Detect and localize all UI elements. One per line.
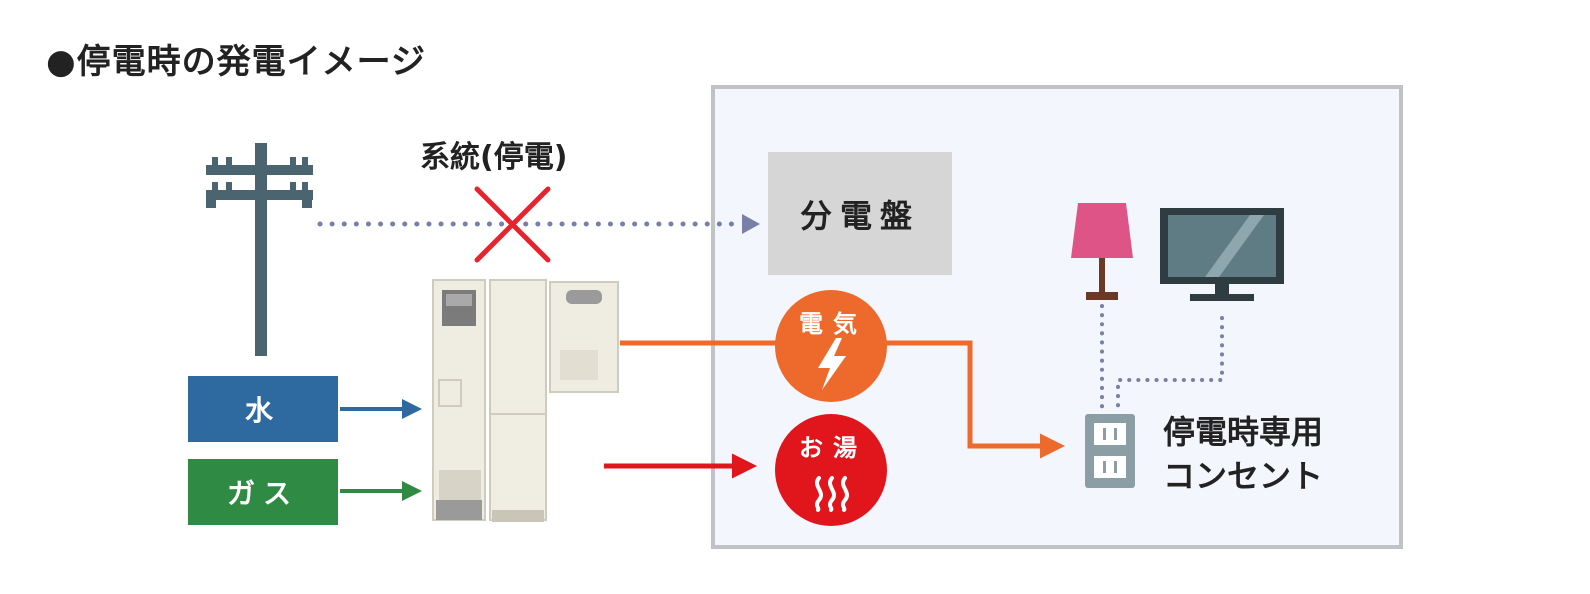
- tv-icon: [1160, 208, 1284, 301]
- hot-water-circle: [775, 414, 887, 526]
- hot-water-label: お湯: [799, 434, 867, 462]
- tv-dotted-line: [1116, 316, 1224, 414]
- diagram-title: ●停電時の発電イメージ: [46, 42, 426, 82]
- outlet-label: 停電時専用 コンセント: [1163, 410, 1323, 498]
- cross-icon: [474, 186, 551, 263]
- lamp-icon: [1071, 203, 1133, 300]
- outlet-label-line1: 停電時専用: [1163, 413, 1324, 451]
- utility-pole-icon: [206, 143, 313, 356]
- outlet-label-line2: コンセント: [1163, 457, 1324, 495]
- outlet-icon: [1085, 414, 1135, 488]
- distribution-panel: 分電盤: [768, 152, 952, 275]
- electricity-label: 電気: [799, 310, 867, 338]
- grid-arrow-head: [742, 214, 760, 234]
- fuel-cell-unit-icon: [432, 279, 619, 522]
- water-input-label: 水: [188, 376, 338, 442]
- lightning-icon: [818, 338, 846, 390]
- electricity-circle: [775, 290, 887, 402]
- gas-input-label: ガス: [188, 459, 338, 525]
- grid-status-label: 系統(停電): [420, 140, 568, 175]
- steam-icon: [815, 476, 849, 512]
